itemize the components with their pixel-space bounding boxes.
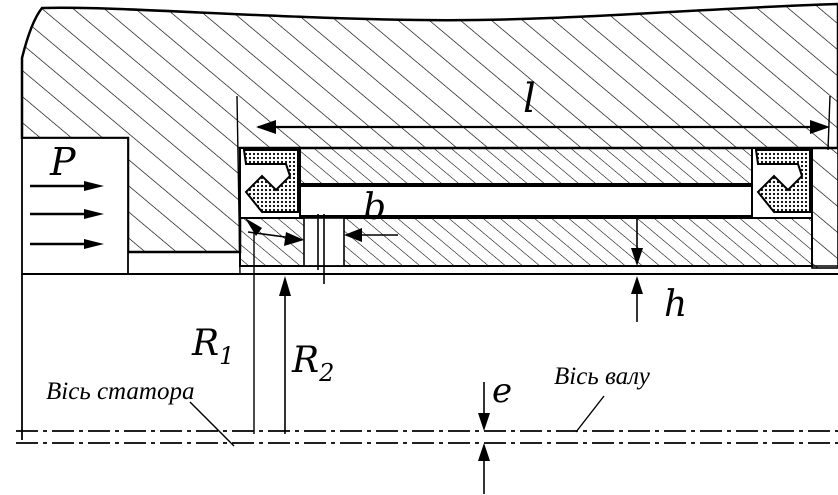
- dimension-h-arrow-bottom: [631, 276, 643, 294]
- dimension-l-extension-left: [236, 95, 241, 275]
- dimension-l-extension-right: [827, 95, 831, 151]
- label-radius-1-main: R: [191, 323, 219, 364]
- label-length-l: l: [523, 76, 536, 122]
- dimension-b-arrow-right: [344, 228, 362, 242]
- label-stator-axis: Вісь статора: [46, 378, 194, 405]
- radius-2-arrow: [279, 276, 291, 296]
- dimension-b-arrow-left: [284, 232, 304, 246]
- eccentricity-arrow-top: [478, 413, 490, 431]
- housing-right-step: [811, 147, 838, 269]
- left-cup-seal: [242, 149, 299, 213]
- label-eccentricity-e: e: [492, 371, 512, 411]
- label-gap-h: h: [664, 284, 687, 325]
- shaft-axis-leader: [575, 395, 605, 433]
- label-radius-1-sub: 1: [219, 342, 234, 370]
- dimension-h-arrow-top: [631, 248, 643, 266]
- label-radius-2: R2: [291, 340, 334, 387]
- label-radius-2-sub: 2: [318, 359, 334, 387]
- dimension-l-arrow-right: [810, 120, 830, 134]
- pressure-inlet-window: [21, 137, 129, 275]
- label-radius-1: R1: [191, 323, 234, 370]
- outer-sleeve: [299, 147, 753, 185]
- dimension-l-arrow-left: [256, 120, 276, 134]
- right-cup-seal: [754, 149, 811, 213]
- stator-axis-leader: [189, 401, 235, 447]
- label-pressure-p: P: [49, 140, 77, 184]
- label-shaft-axis: Вісь валу: [554, 363, 651, 390]
- annular-channel: [299, 185, 753, 217]
- radius-1-arrow: [245, 218, 262, 236]
- pressure-arrows: [30, 181, 104, 249]
- eccentricity-arrow-bottom: [478, 443, 490, 461]
- label-radius-2-main: R: [291, 340, 319, 381]
- label-width-b: b: [363, 187, 386, 228]
